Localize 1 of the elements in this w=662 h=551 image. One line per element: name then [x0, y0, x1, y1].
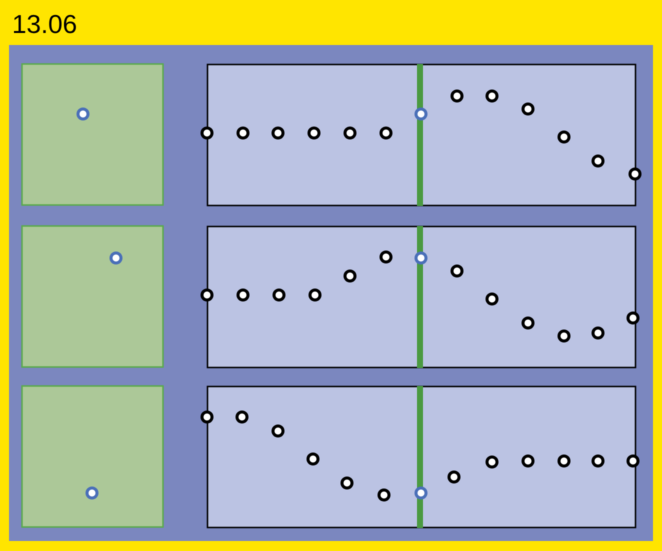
title: 13.06 — [12, 9, 78, 40]
